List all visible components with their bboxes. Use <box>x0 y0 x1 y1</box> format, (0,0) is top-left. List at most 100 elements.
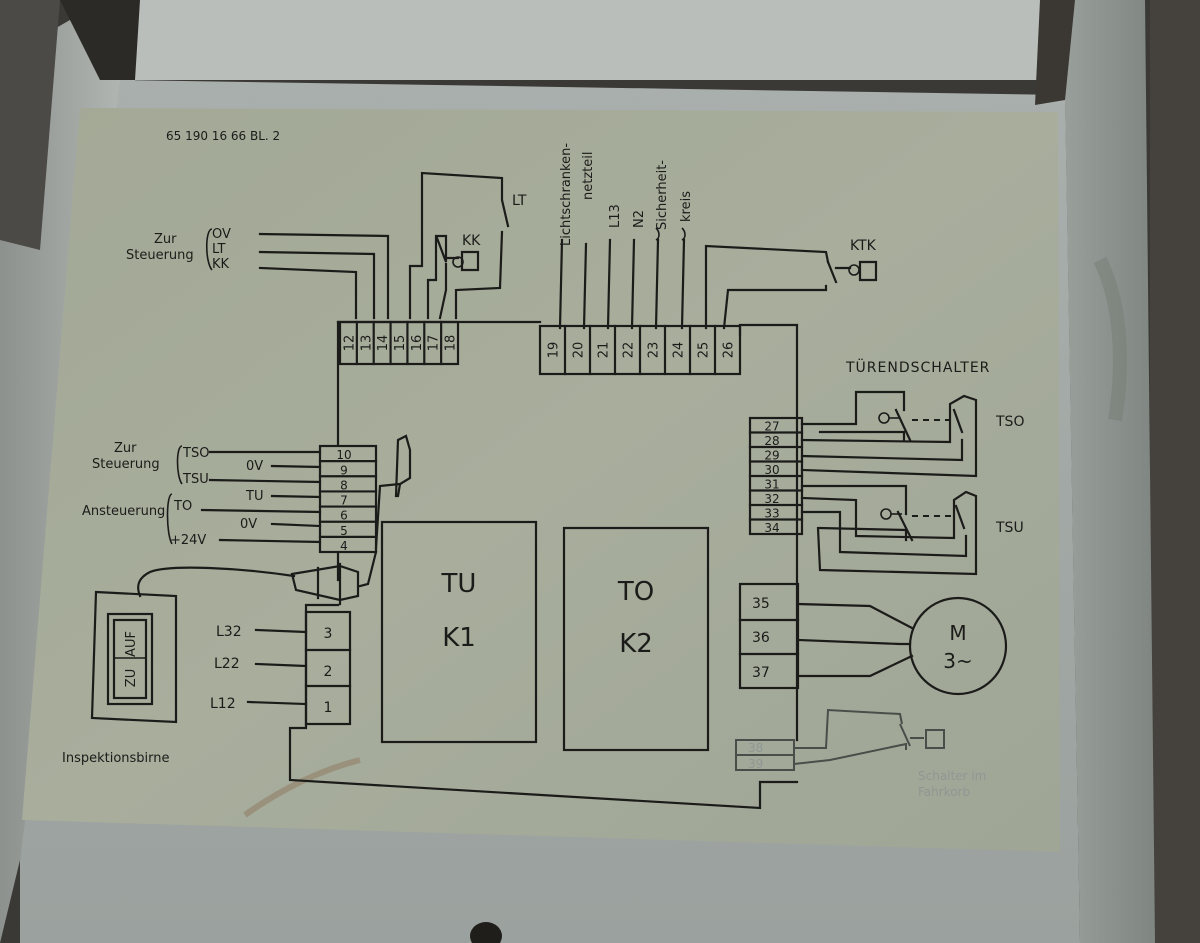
right-top-terminal-22: 22 <box>622 342 637 359</box>
controller-line-kk: KK <box>212 257 230 272</box>
contactor-k1-line1: TU <box>441 569 477 599</box>
tsu-label: TSU <box>995 520 1024 536</box>
contactor-k2-line1: TO <box>617 577 654 607</box>
right-terminal-31: 31 <box>764 478 779 492</box>
right-terminal-27: 27 <box>764 420 779 434</box>
motor-terminal-strip: 35 36 37 <box>738 582 800 690</box>
motor-phase: 3~ <box>943 649 972 673</box>
top-terminal-16: 16 <box>410 335 425 352</box>
label-l13: L13 <box>608 204 623 228</box>
motor-terminal-36: 36 <box>752 630 770 646</box>
controller-brace <box>205 228 213 271</box>
right-top-terminal-19: 19 <box>547 342 562 359</box>
left-label-ansteuerung: Ansteuerung <box>82 504 165 519</box>
car-switch-caption-1: Schalter im <box>918 769 986 783</box>
right-terminal-29: 29 <box>764 449 779 463</box>
left-label-to: TO <box>173 499 192 514</box>
motor-terminal-35: 35 <box>752 596 770 612</box>
lamp-switch-zu: ZU <box>124 669 139 687</box>
contactor-k2-line2: K2 <box>619 629 653 659</box>
right-top-terminal-25: 25 <box>697 342 712 359</box>
left-label-ov-2: 0V <box>240 517 257 532</box>
top-terminal-12: 12 <box>342 335 357 352</box>
label-sicherheit: Sicherheit- <box>655 160 670 230</box>
top-terminal-13: 13 <box>359 335 374 352</box>
car-terminal-38: 38 <box>748 741 763 755</box>
lamp-cable <box>137 566 296 598</box>
lt-switch-wiring <box>408 171 510 320</box>
phase-terminal-1: 1 <box>324 700 333 716</box>
left-terminal-7: 7 <box>340 494 348 508</box>
tuerendschalter-title: TÜRENDSCHALTER <box>845 358 990 376</box>
controller-line-lt: LT <box>212 242 225 257</box>
car-terminal-39: 39 <box>748 757 763 771</box>
left-label-tu: TU <box>245 489 263 504</box>
left-terminal-5: 5 <box>340 524 348 538</box>
left-terminal-10: 10 <box>336 448 351 462</box>
controller-label-steuerung: Steuerung <box>126 248 194 263</box>
phase-terminal-strip: 3 2 1 <box>304 610 352 726</box>
kk-button-icon <box>460 250 480 272</box>
right-top-terminal-21: 21 <box>597 342 612 359</box>
motor-terminal-37: 37 <box>752 665 770 681</box>
top-terminal-17: 17 <box>427 335 442 352</box>
contactor-k1: TU K1 <box>380 520 538 744</box>
contactor-k1-line2: K1 <box>442 623 476 653</box>
right-terminal-34: 34 <box>764 521 779 535</box>
label-n2: N2 <box>632 210 647 228</box>
right-terminal-33: 33 <box>764 507 779 521</box>
left-terminal-6: 6 <box>340 509 348 523</box>
left-label-tso: TSO <box>182 446 209 461</box>
right-top-terminal-26: 26 <box>722 342 737 359</box>
phase-label-l22: L22 <box>214 656 240 672</box>
controller-line-ov: OV <box>212 227 231 242</box>
left-label-plus24v: +24V <box>170 533 206 548</box>
document-number: 65 190 16 66 BL. 2 <box>166 129 280 143</box>
kk-switch-label: KK <box>462 233 481 249</box>
top-terminal-14: 14 <box>376 335 391 352</box>
phase-terminal-2: 2 <box>324 664 333 680</box>
left-label-ov-1: 0V <box>246 459 263 474</box>
tso-door-switch: TSO <box>800 390 1024 478</box>
phase-terminal-3: 3 <box>324 626 333 642</box>
tsu-door-switch: TSU <box>800 484 1024 576</box>
left-label-zur: Zur <box>114 441 137 456</box>
inspection-lamp-caption: Inspektionsbirne <box>62 751 170 766</box>
car-switch-caption-2: Fahrkorb <box>918 785 970 799</box>
left-terminal-9: 9 <box>340 463 348 477</box>
top-terminal-18: 18 <box>444 335 459 352</box>
right-terminal-32: 32 <box>764 492 779 506</box>
vertical-labels: Lichtschranken- netzteil L13 N2 Sicherhe… <box>559 143 694 246</box>
lamp-switch-auf: AUF <box>124 631 139 657</box>
left-terminal-8: 8 <box>340 478 348 492</box>
right-top-terminal-23: 23 <box>647 342 662 359</box>
kk-switch-wiring <box>426 234 448 320</box>
label-kreis: kreis <box>679 191 694 222</box>
ktk-button-icon <box>858 260 878 282</box>
right-terminal-28: 28 <box>764 434 779 448</box>
phase-label-l32: L32 <box>216 624 242 640</box>
motor-letter: M <box>949 621 966 645</box>
board-outline <box>288 320 799 810</box>
ktk-switch-wiring <box>704 244 830 330</box>
inspection-lamp: AUF ZU <box>90 590 178 724</box>
left-label-steuerung: Steuerung <box>92 457 160 472</box>
label-lichtschranken: Lichtschranken- <box>559 143 574 246</box>
lt-switch-label: LT <box>512 193 527 209</box>
phase-label-l12: L12 <box>210 696 236 712</box>
car-switch-block: 38 39 Schalter im Fahrkorb <box>735 708 986 799</box>
motor-symbol: M 3~ <box>908 596 1008 696</box>
right-terminal-30: 30 <box>764 463 779 477</box>
label-netzteil: netzteil <box>581 152 596 200</box>
contactor-k2: TO K2 <box>562 526 710 752</box>
ktk-switch-label: KTK <box>850 238 877 254</box>
left-label-tsu: TSU <box>182 472 209 487</box>
right-top-terminal-20: 20 <box>572 342 587 359</box>
tso-label: TSO <box>995 414 1024 430</box>
